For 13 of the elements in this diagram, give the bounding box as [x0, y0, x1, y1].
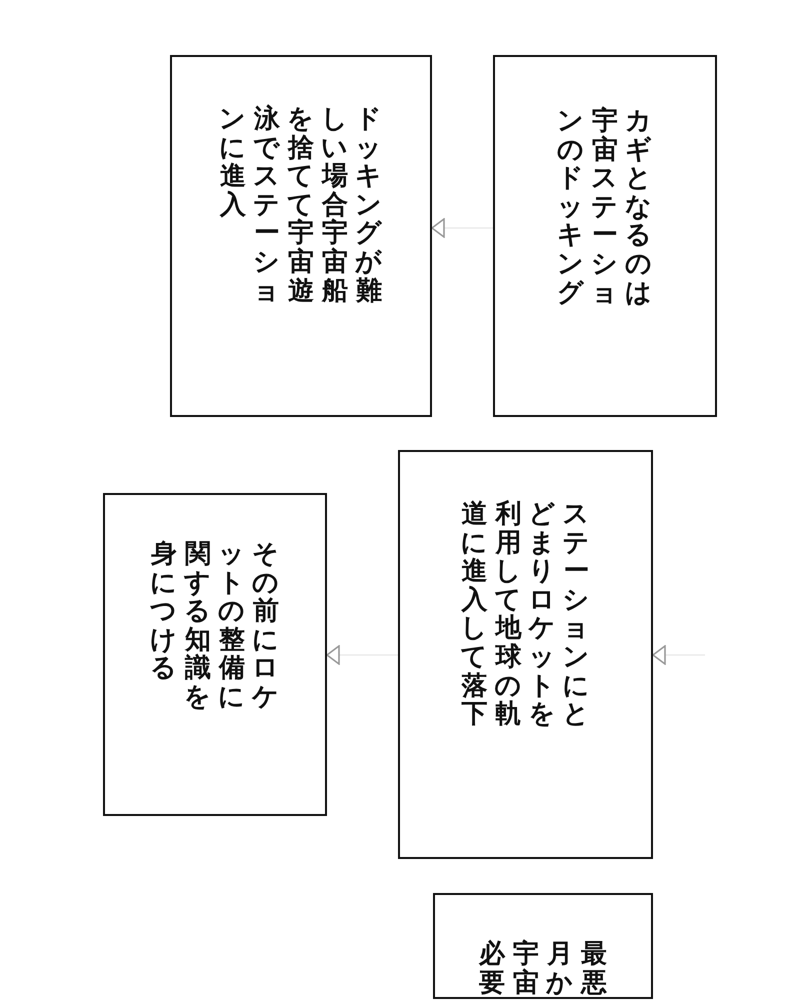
vertical-text: その前にロケットの整備に関する知識を身につける	[151, 540, 279, 714]
arrow	[326, 645, 398, 665]
vertical-text: ドッキングが難しい場合宇宙船を捨てて宇宙遊泳でステーションに進入	[220, 105, 382, 308]
text-panel	[170, 55, 432, 417]
text-panel	[493, 55, 717, 417]
arrow	[431, 218, 494, 238]
vertical-text: 最悪月か宇宙必要	[479, 940, 607, 1000]
text-panel	[103, 493, 327, 816]
vertical-text: ステーションにとどまりロケットを利用して地球の軌道に進入して落下	[462, 500, 590, 731]
text-panel	[433, 893, 653, 999]
vertical-text: カギとなるのは宇宙ステーションのドッキング	[558, 107, 652, 310]
arrow	[652, 645, 706, 665]
text-panel	[398, 450, 653, 859]
